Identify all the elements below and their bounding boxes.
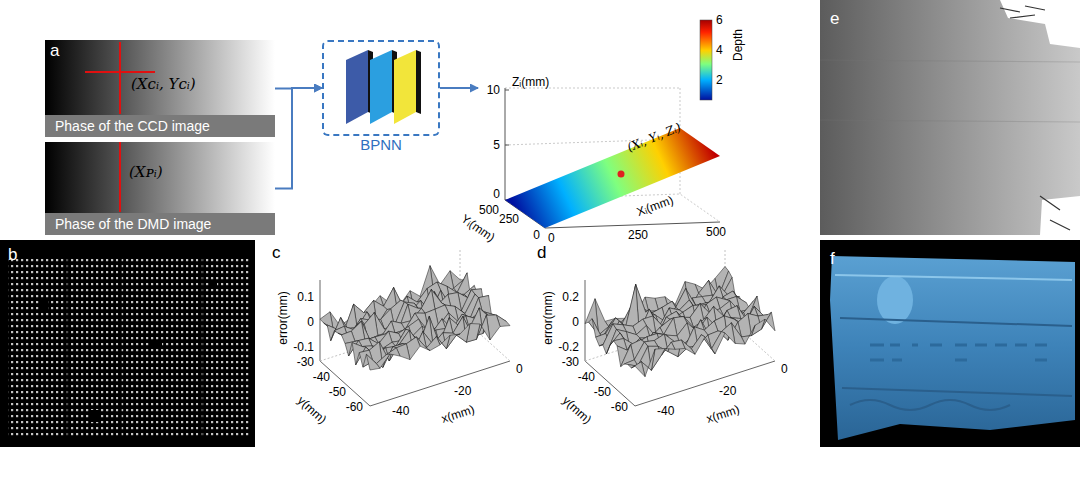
axis-label: error(mm) bbox=[542, 291, 554, 344]
axis-label: 500 bbox=[479, 204, 499, 216]
point-cloud-panel bbox=[0, 240, 255, 447]
axis-label: 0.2 bbox=[562, 291, 579, 303]
surface-facet bbox=[751, 319, 765, 335]
surface-facet bbox=[421, 289, 435, 313]
axis-label: 0 bbox=[548, 232, 555, 244]
panel-letter: b bbox=[8, 246, 17, 263]
coordinate-label: (Xᴘᵢ) bbox=[129, 164, 163, 181]
surface-facet bbox=[366, 354, 380, 370]
axis-label: error(mm) bbox=[277, 291, 289, 344]
axis-label: 250 bbox=[628, 229, 648, 241]
axis-label: Yᵢ(mm) bbox=[459, 212, 497, 244]
axis-label: -20 bbox=[719, 385, 736, 397]
surface-facet bbox=[711, 332, 725, 354]
node-heading: BPNN bbox=[324, 137, 438, 154]
reconstruction-panel bbox=[820, 240, 1080, 447]
axis-label: Depth bbox=[732, 29, 744, 61]
surface-facet bbox=[722, 277, 736, 300]
axis-label: Xᵢ(mm) bbox=[635, 194, 675, 218]
phase-line bbox=[119, 142, 121, 212]
network-layer bbox=[394, 50, 416, 124]
phase-image: (Xᴘᵢ) Phase of the DMD image bbox=[45, 142, 275, 235]
network-box: BPNN bbox=[322, 40, 440, 136]
axis-label: 0 bbox=[533, 229, 540, 241]
axis-label: 0 bbox=[572, 316, 579, 328]
error-plot-d-frame bbox=[585, 250, 775, 406]
point-marker bbox=[618, 171, 625, 178]
axis-label: -40 bbox=[657, 405, 674, 417]
axis-label: 4 bbox=[716, 44, 723, 56]
surface-facet bbox=[426, 337, 440, 351]
axis-label: 250 bbox=[499, 213, 519, 225]
axis-label: -60 bbox=[346, 401, 363, 413]
panel-letter: f bbox=[830, 250, 835, 267]
error-surface-d bbox=[585, 267, 775, 377]
axis-label: -0.1 bbox=[293, 341, 314, 353]
axis-label: y(mm) bbox=[295, 394, 328, 426]
network-layer bbox=[346, 50, 368, 124]
coordinate-label: (Xᴄᵢ, Yᴄᵢ) bbox=[131, 76, 196, 93]
axis-label: 0 bbox=[781, 363, 788, 375]
axis-label: 0.1 bbox=[297, 291, 314, 303]
axis-label: y(mm) bbox=[560, 394, 593, 426]
axis-label: -30 bbox=[297, 356, 314, 368]
surface-facet bbox=[636, 326, 650, 339]
image-caption: Phase of the DMD image bbox=[45, 213, 275, 235]
surface-facet bbox=[691, 335, 705, 355]
axis-label: 500 bbox=[706, 226, 726, 238]
axis-label: -40 bbox=[392, 405, 409, 417]
axis-label: -40 bbox=[313, 371, 330, 383]
connector-arrow bbox=[440, 87, 478, 89]
axis-label: 5 bbox=[493, 139, 500, 151]
axis-label: -60 bbox=[611, 401, 628, 413]
depth-map-panel bbox=[820, 0, 1080, 235]
surface-facet bbox=[664, 318, 678, 336]
axis-label: -40 bbox=[578, 371, 595, 383]
depth-plane bbox=[505, 128, 720, 228]
panel-letter: c bbox=[272, 244, 281, 261]
axis-label: -50 bbox=[329, 386, 346, 398]
axis-label: -20 bbox=[454, 385, 471, 397]
axis-label: 10 bbox=[487, 84, 500, 96]
connector-arrow bbox=[275, 88, 322, 189]
axis-label: -0.2 bbox=[558, 341, 579, 353]
depth-plot-frame bbox=[505, 20, 720, 228]
axis-label: 0 bbox=[516, 363, 523, 375]
node-graphic bbox=[324, 42, 442, 138]
axis-label: Zᵢ(mm) bbox=[512, 76, 549, 88]
layer-side bbox=[416, 50, 421, 114]
axis-label: x(mm) bbox=[440, 403, 476, 425]
axis-label: x(mm) bbox=[705, 403, 741, 425]
error-plot-c-frame bbox=[320, 250, 510, 406]
axis-label: 6 bbox=[716, 14, 723, 26]
axis-label: 0 bbox=[493, 188, 500, 200]
image-caption: Phase of the CCD image bbox=[45, 115, 275, 137]
panel-letter: e bbox=[830, 10, 839, 27]
panel-letter: d bbox=[537, 244, 546, 261]
panel-letter: a bbox=[50, 42, 59, 59]
axis-label: -30 bbox=[562, 356, 579, 368]
axis-label: 2 bbox=[716, 74, 723, 86]
surface-facet bbox=[699, 280, 713, 296]
network-layer bbox=[370, 50, 392, 124]
axis-label: -50 bbox=[594, 386, 611, 398]
phase-image: (Xᴄᵢ, Yᴄᵢ) Phase of the CCD image bbox=[45, 40, 275, 137]
error-surface-c bbox=[320, 266, 510, 370]
surface-facet bbox=[631, 362, 645, 377]
surface-facet bbox=[456, 324, 470, 343]
axis-label: 0 bbox=[307, 316, 314, 328]
surface-facet bbox=[396, 344, 410, 360]
